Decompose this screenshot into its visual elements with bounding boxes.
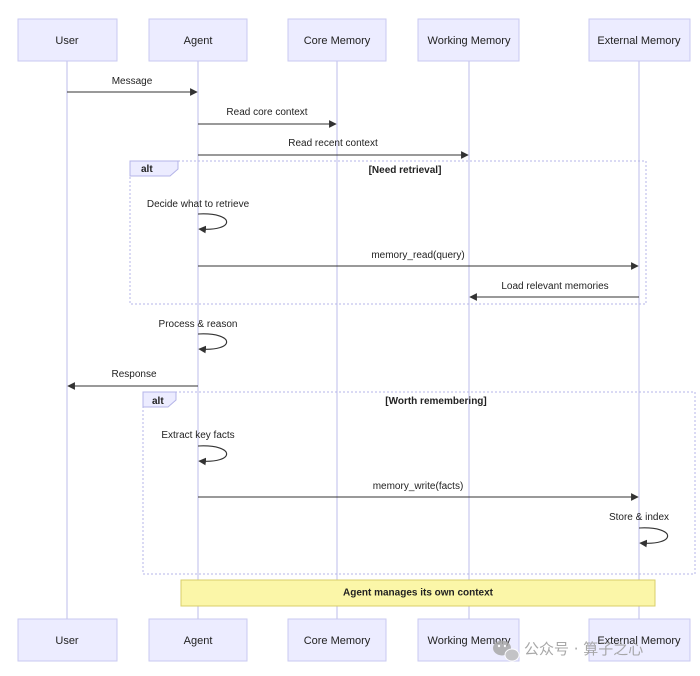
read-core-label: Read core context: [226, 107, 307, 118]
actor-working-memory-bottom: Working Memory: [417, 618, 520, 662]
actor-core-memory-bottom: Core Memory: [287, 618, 387, 662]
actor-core-memory-label: Core Memory: [304, 35, 371, 47]
alt-2-label: alt: [152, 396, 164, 407]
actor-agent-label-bottom: Agent: [184, 635, 213, 647]
watermark-text: 公众号 · 算子之心: [524, 640, 643, 658]
actor-user-top: User: [17, 18, 118, 62]
extract-self-arrow: [197, 445, 228, 466]
store-self-arrow: [638, 527, 669, 548]
actor-core-memory-top: Core Memory: [287, 18, 387, 62]
note-agent-context: Agent manages its own context: [180, 579, 656, 607]
decide-label: Decide what to retrieve: [147, 199, 250, 210]
actor-agent-top: Agent: [148, 18, 248, 62]
process-label: Process & reason: [159, 319, 238, 330]
message-label: Message: [112, 76, 153, 87]
wechat-icon: [493, 640, 520, 662]
alt-1-condition: [Need retrieval]: [369, 165, 442, 176]
alt-block-need-retrieval: alt [Need retrieval]: [129, 160, 647, 305]
note-text: Agent manages its own context: [343, 588, 494, 599]
actor-external-memory-bottom: External Memory: [588, 618, 691, 662]
actor-agent-bottom: Agent: [148, 618, 248, 662]
memory-read-label: memory_read(query): [371, 250, 464, 261]
actor-user-bottom: User: [17, 618, 118, 662]
extract-label: Extract key facts: [161, 430, 234, 441]
actor-external-memory-label: External Memory: [597, 35, 681, 47]
memory-write-label: memory_write(facts): [373, 481, 464, 492]
actor-working-memory-top: Working Memory: [417, 18, 520, 62]
watermark: 公众号 · 算子之心: [493, 640, 643, 662]
actor-agent-label: Agent: [184, 35, 213, 47]
actor-external-memory-label-bottom: External Memory: [597, 635, 681, 647]
load-relevant-label: Load relevant memories: [501, 281, 608, 292]
response-label: Response: [111, 369, 156, 380]
process-self-arrow: [197, 333, 228, 354]
actor-user-label-bottom: User: [55, 635, 79, 647]
decide-self-arrow: [197, 213, 228, 234]
actor-core-memory-label-bottom: Core Memory: [304, 635, 371, 647]
actor-working-memory-label: Working Memory: [428, 35, 511, 47]
alt-block-worth-remembering: alt [Worth remembering]: [142, 391, 696, 575]
store-label: Store & index: [609, 512, 669, 523]
actor-external-memory-top: External Memory: [588, 18, 691, 62]
read-recent-label: Read recent context: [288, 138, 378, 149]
actor-user-label: User: [55, 35, 79, 47]
actor-working-memory-label-bottom: Working Memory: [428, 635, 511, 647]
alt-2-condition: [Worth remembering]: [385, 396, 487, 407]
alt-1-label: alt: [141, 164, 153, 175]
